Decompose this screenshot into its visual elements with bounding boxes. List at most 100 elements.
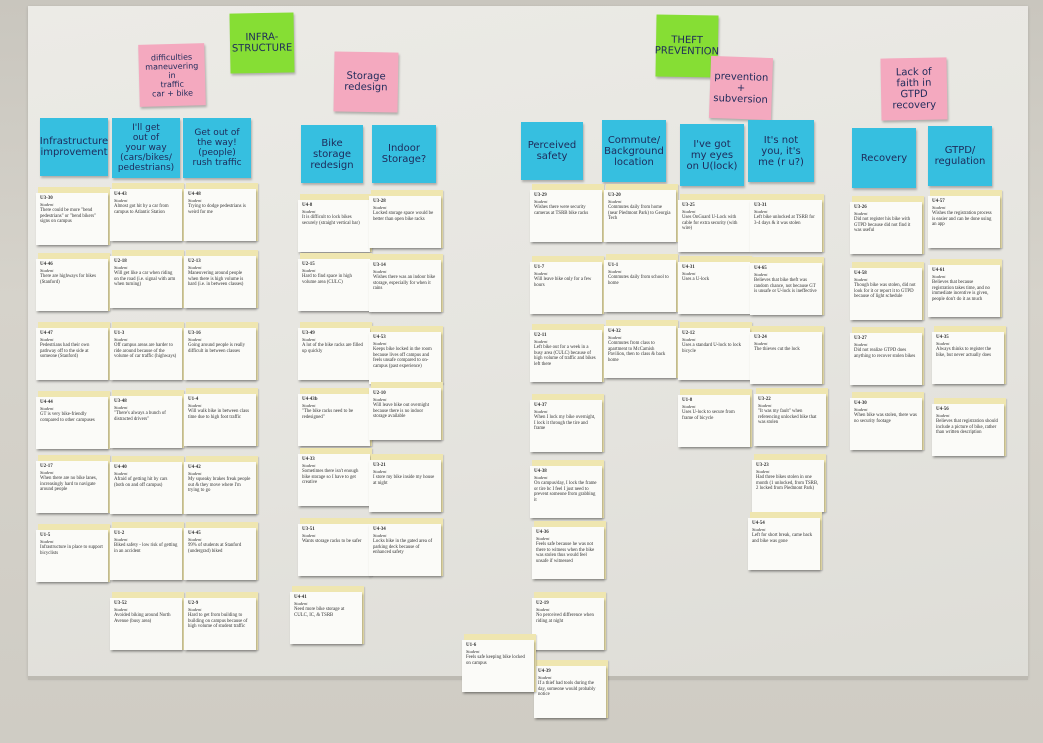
header-note-theft-prevention: THEFT PREVENTION [655,14,719,78]
card-role: Student [302,403,316,408]
card-role: Student [188,198,202,203]
card-id: U4-43 [114,192,127,197]
card-id: U3-24 [754,335,767,340]
card-id: U4-53 [373,335,386,340]
card-text: Sometimes there isn't enough bike storag… [302,469,359,486]
card-text: When I lock my bike overnight, I lock it… [534,415,596,432]
card-text: Locks bike in the gated area of parking … [373,539,433,556]
card-text: Uses OnGuard U-Lock with cable for extra… [682,215,738,232]
card-text: "It was my fault" when referencing unloc… [758,409,817,426]
card-id: U3-23 [756,463,769,468]
card-text: Left for short break, came back and bike… [752,533,813,544]
card-text: Avoided biking around North Avenue (busy… [114,613,171,624]
card-role: Student [188,337,202,342]
card-id: U3-49 [302,331,315,336]
card-id: U4-44 [40,400,53,405]
card-role: Student [188,537,202,542]
card-id: U4-36 [536,530,549,535]
card-id: U4-31 [682,265,695,270]
category-note-gtpd-regulation: GTPD/ regulation [928,126,992,186]
card-id: U4-43b [302,397,318,402]
card-id: U4-65 [754,266,767,271]
card-text: On campus/day, I lock the frame or tire … [534,481,597,503]
card-id: U4-42 [188,465,201,470]
card-id: U1-3 [114,331,125,336]
card-text: GT is very bike-friendly compared to oth… [40,412,95,423]
card-role: Student [373,397,387,402]
card-role: Student [114,405,128,410]
card-role: Student [114,607,128,612]
card-text: There are highways for bikes (Stanford) [40,274,96,285]
card-id: U1-1 [608,263,619,268]
card-id: U4-57 [932,199,945,204]
card-text: Biked safety - low risk of getting in an… [114,543,178,554]
card-id: U4-58 [854,271,867,276]
card-id: U2-15 [302,262,315,267]
card-text: Uses a standard U-lock to lock bicycle [682,343,742,354]
card-id: U4-46 [40,262,53,267]
card-role: Student [932,205,946,210]
card-id: U3-30 [40,196,53,201]
card-role: Student [302,337,316,342]
card-id: U2-13 [188,259,201,264]
card-text: Locked storage space would be better tha… [373,211,434,222]
card-id: U4-30 [854,401,867,406]
card-id: U4-56 [936,407,949,412]
card-role: Student [373,205,387,210]
card-text: The thieves cut the lock [754,347,800,352]
category-note-ive-got-my-eyes-on-u: I've got my eyes on U(lock) [680,124,744,186]
card-text: Did not realize GTPD does anything to re… [854,348,916,359]
card-role: Student [373,341,387,346]
card-role: Student [682,337,696,342]
card-text: Always thinks to register the bike, but … [936,347,992,358]
card-id: U3-52 [114,601,127,606]
card-id: U4-39 [538,669,551,674]
card-text: Will get like a car when riding on the r… [114,271,176,288]
card-text: Wishes there was an indoor bike storage,… [373,275,436,292]
card-text: Commutes daily from home (near Piedmont … [608,205,671,222]
card-text: Uses a U-lock [682,277,710,282]
card-text: Had three bikes stolen in one month (1 u… [756,475,819,492]
card-id: U3-51 [302,527,315,532]
card-role: Student [188,403,202,408]
card-text: Commutes daily from school to home [608,275,669,286]
card-text: Believes that registration should includ… [936,419,998,436]
card-role: Student [40,406,54,411]
card-role: Student [302,463,316,468]
card-text: Believes that bike theft was random chan… [754,278,817,295]
card-id: U4-47 [40,331,53,336]
header-note-infra-structure: INFRA- STRUCTURE [229,12,295,74]
card-id: U1-7 [534,265,545,270]
card-role: Student [188,265,202,270]
card-role: Student [854,407,868,412]
category-note-get-out-of-the-way: Get out of the way! (people) rush traffi… [183,118,251,178]
card-role: Student [536,536,550,541]
card-text: When bike was stolen, there was no secur… [854,413,917,424]
card-text: Pedestrians had their own pathway off to… [40,343,90,360]
card-role: Student [752,527,766,532]
card-text: "There's always a bunch of distracted dr… [114,411,166,422]
card-role: Student [40,470,54,475]
card-role: Student [294,601,308,606]
card-role: Student [114,537,128,542]
